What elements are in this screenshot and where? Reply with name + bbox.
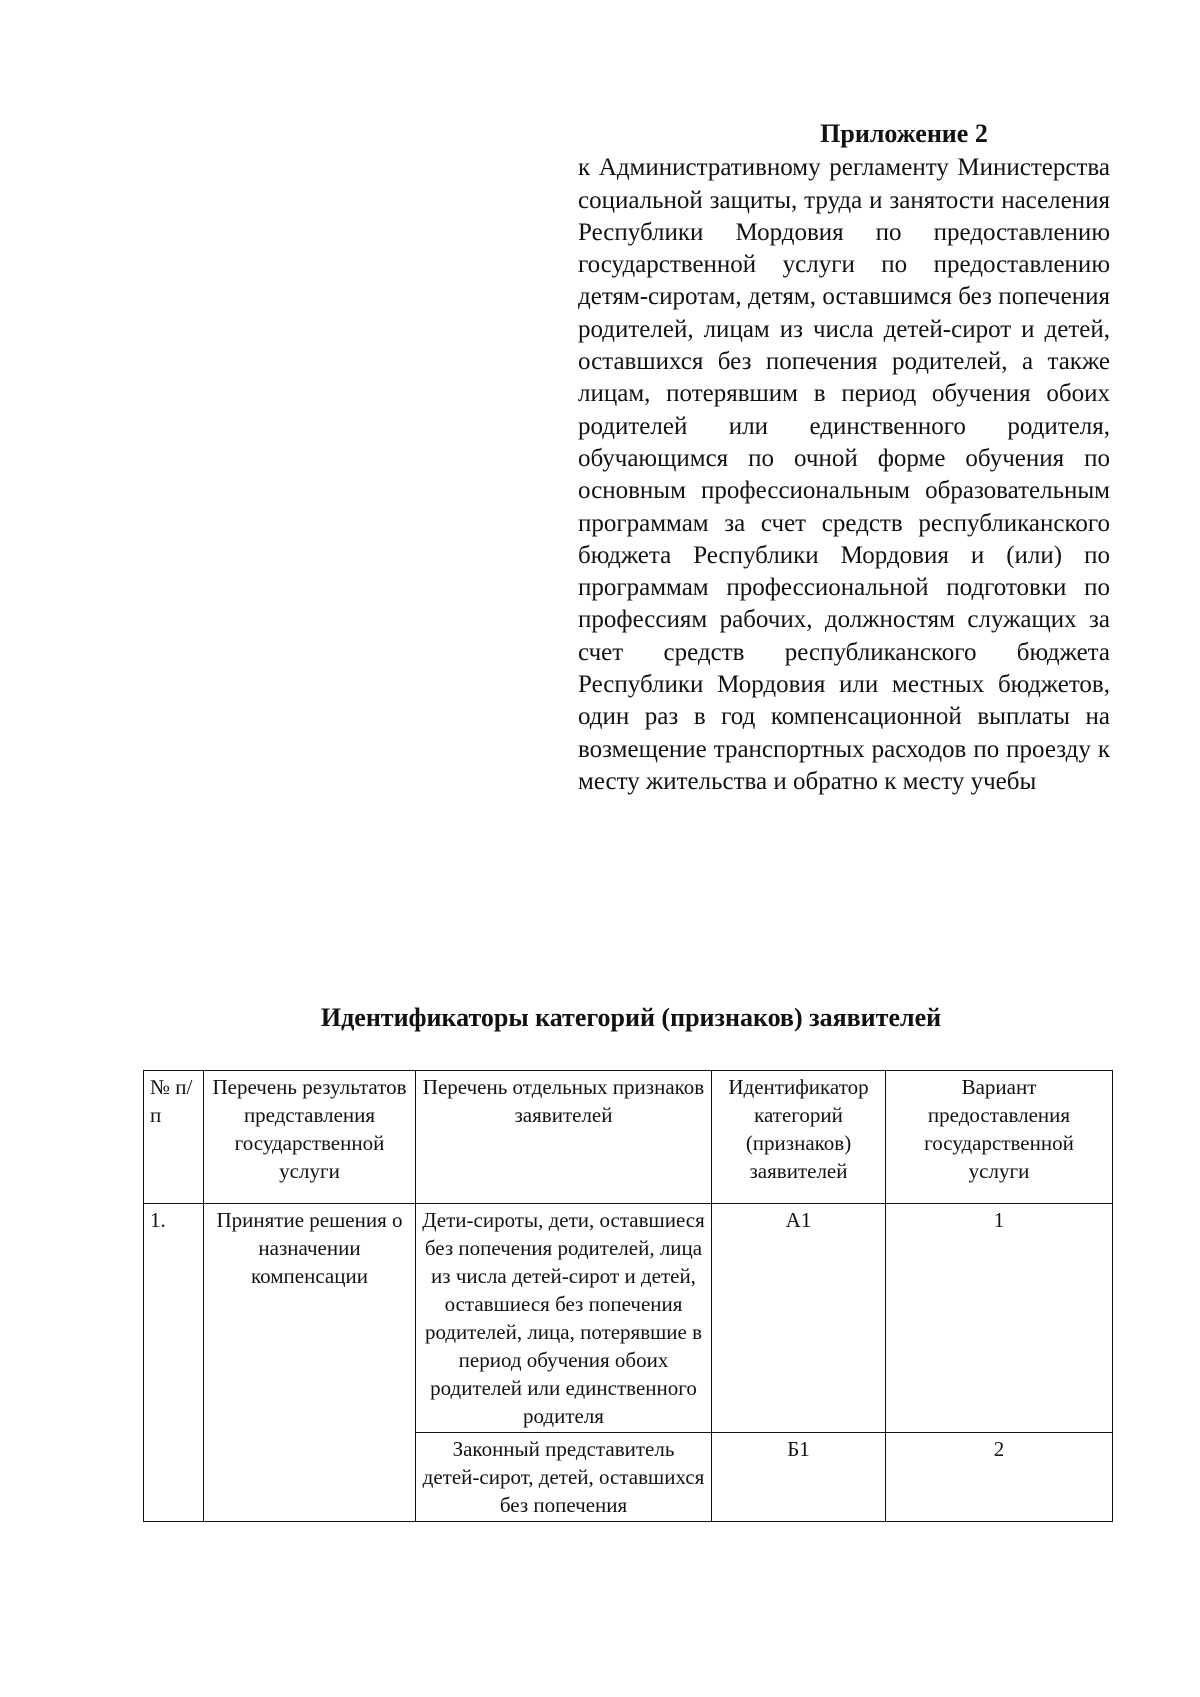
header-identifier: Идентификатор категорий (признаков) заяв… bbox=[711, 1070, 886, 1204]
appendix-text: к Административному регламенту Министерс… bbox=[578, 154, 1110, 795]
table-row: Законный представитель детей-сирот, дете… bbox=[144, 1432, 1113, 1522]
row-identifier: А1 bbox=[711, 1203, 886, 1433]
row-identifier: Б1 bbox=[711, 1432, 886, 1522]
header-number: № п/п bbox=[143, 1070, 204, 1204]
row-feature: Законный представитель детей-сирот, дете… bbox=[415, 1432, 712, 1522]
table-row: 1. Принятие решения о назначении компенс… bbox=[143, 1203, 1113, 1522]
document-heading: Идентификаторы категорий (признаков) зая… bbox=[320, 1003, 942, 1032]
header-results: Перечень результатов представления госуд… bbox=[203, 1070, 416, 1204]
header-features: Перечень отдельных признаков заявителей bbox=[415, 1070, 712, 1204]
row-variant: 1 bbox=[885, 1203, 1113, 1433]
table-header-row: № п/п Перечень результатов представления… bbox=[143, 1070, 1113, 1204]
appendix-block: Приложение 2 к Административному регламе… bbox=[578, 118, 1110, 798]
header-variant: Вариант предоставления государственной у… bbox=[885, 1070, 1113, 1204]
appendix-title: Приложение 2 bbox=[820, 119, 988, 148]
row-variant: 2 bbox=[885, 1432, 1113, 1522]
row-result: Принятие решения о назначении компенсаци… bbox=[203, 1203, 416, 1522]
row-feature: Дети-сироты, дети, оставшиеся без попече… bbox=[415, 1203, 712, 1433]
identifiers-table: № п/п Перечень результатов представления… bbox=[143, 1070, 1113, 1522]
row-number: 1. bbox=[143, 1203, 204, 1522]
